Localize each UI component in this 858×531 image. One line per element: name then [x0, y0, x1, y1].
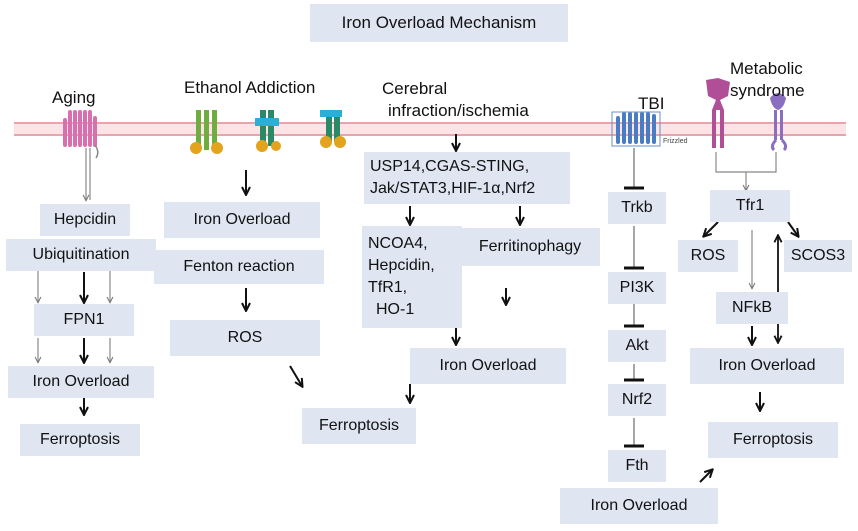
aging-label: Aging [52, 88, 96, 107]
aging-receptor-icon [63, 110, 99, 159]
ethanol-arrows [246, 170, 302, 386]
aging-ubiquitination-box: Ubiquitination [6, 239, 156, 271]
cerebral-arrows [410, 134, 520, 402]
aging-fpn1-box: FPN1 [34, 304, 134, 336]
aging-arrows [38, 148, 110, 414]
diagram-title: Iron Overload Mechanism [310, 4, 568, 42]
ethanol-receptor-icons [190, 110, 346, 154]
tbi-pi3k-box: PI3K [608, 272, 666, 304]
metabolic-scos3-box: SCOS3 [784, 240, 852, 272]
cerebral-iron-overload-box: Iron Overload [410, 348, 566, 384]
metabolic-label: Metabolic syndrome [730, 59, 805, 100]
tbi-nrf2-box: Nrf2 [608, 384, 666, 416]
ethanol-ferroptosis-box: Ferroptosis [302, 408, 416, 444]
tbi-label: TBI [638, 94, 665, 113]
ethanol-iron-overload-box: Iron Overload [164, 202, 320, 238]
tbi-iron-overload-box: Iron Overload [560, 488, 718, 524]
metabolic-receptor-icons [706, 78, 788, 152]
frizzled-label: Frizzled [663, 138, 688, 145]
aging-iron-overload-box: Iron Overload [8, 366, 154, 398]
metabolic-nfkb-box: NFkB [716, 292, 788, 324]
ethanol-label: Ethanol Addiction [184, 78, 316, 97]
metabolic-arrows [704, 152, 798, 410]
frizzled-receptor-icon [611, 111, 661, 147]
ethanol-ros-box: ROS [170, 320, 320, 356]
ethanol-fenton-box: Fenton reaction [154, 250, 324, 284]
metabolic-ferroptosis-box: Ferroptosis [708, 422, 838, 458]
cerebral-pathways-box: USP14,CGAS-STING, Jak/STAT3,HIF-1α,Nrf2 [364, 152, 570, 204]
tbi-akt-box: Akt [608, 330, 666, 362]
aging-hepcidin-box: Hepcidin [40, 204, 130, 236]
metabolic-tfr1-box: Tfr1 [710, 190, 790, 222]
cerebral-targets-box: NCOA4, Hepcidin, TfR1, HO-1 [362, 226, 462, 328]
tbi-inhibition-lines [624, 148, 712, 483]
metabolic-ros-box: ROS [678, 240, 738, 272]
tbi-trkb-box: Trkb [608, 192, 666, 224]
cerebral-ferritinophagy-box: Ferritinophagy [460, 228, 600, 266]
tbi-fth-box: Fth [608, 450, 666, 482]
cerebral-label: Cerebral infraction/ischemia [382, 79, 529, 120]
aging-ferroptosis-box: Ferroptosis [20, 424, 140, 456]
metabolic-iron-overload-box: Iron Overload [690, 348, 844, 384]
